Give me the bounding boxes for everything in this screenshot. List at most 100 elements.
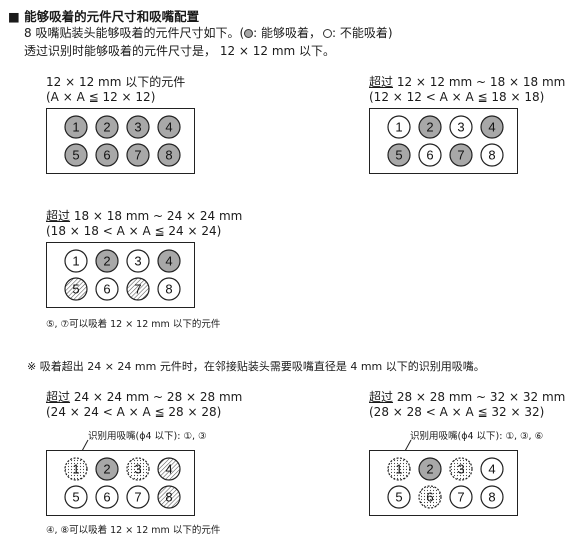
nozzle-2-label: 2 [103,120,110,135]
nozzle-1-label: 1 [395,462,402,477]
group-3-label-1-underlined: 超过 [46,209,71,223]
nozzle-8-label: 8 [165,282,172,297]
nozzle-7-label: 7 [134,490,141,505]
group-2-label-1-underlined: 超过 [369,75,394,89]
nozzle-3-circle [449,457,473,481]
intro-line-1: 8 吸嘴贴装头能够吸着的元件尺寸如下。( : 能够吸着， : 不能吸着) [24,24,393,41]
nozzle-6-circle [95,143,119,167]
nozzle-2-circle [95,249,119,273]
nozzle-4-label: 4 [165,254,172,269]
nozzle-5-label: 5 [72,282,79,297]
nozzle-7-label: 7 [457,148,464,163]
nozzle-3-circle [126,457,150,481]
nozzle-4-label: 4 [488,120,495,135]
nozzle-3-label: 3 [134,462,141,477]
nozzle-2-circle [95,457,119,481]
nozzle-5-circle [64,143,88,167]
nozzle-1-label: 1 [395,120,402,135]
group-1-label-1-text: 12 × 12 mm 以下的元件 [46,75,186,89]
white-dot-icon [323,29,332,38]
nozzle-7-circle [126,143,150,167]
nozzle-6-circle [95,277,119,301]
nozzle-3-label: 3 [134,120,141,135]
nozzle-5-circle [64,485,88,509]
group-3-label-2: (18 × 18 < A × A ≦ 24 × 24) [46,224,222,238]
group-4-note: ④, ⑧可以吸着 12 × 12 mm 以下的元件 [46,525,221,536]
nozzle-8-label: 8 [488,490,495,505]
group-1-label-2: (A × A ≦ 12 × 12) [46,90,156,104]
nozzle-4-circle [157,115,181,139]
group-5-label-2: (28 × 28 < A × A ≦ 32 × 32) [369,405,545,419]
nozzle-8-label: 8 [165,148,172,163]
nozzle-8-label: 8 [165,490,172,505]
nozzle-6-circle [418,143,442,167]
nozzle-1-label: 1 [72,120,79,135]
nozzle-3-circle [126,249,150,273]
nozzle-3-circle [126,115,150,139]
group-5-callout: 识别用吸嘴(ϕ4 以下): ①, ③, ⑥ [410,431,544,442]
nozzle-2-label: 2 [426,120,433,135]
group-2-label-2: (12 × 12 < A × A ≦ 18 × 18) [369,90,545,104]
nozzle-3-label: 3 [134,254,141,269]
nozzle-2-circle [418,457,442,481]
nozzle-8-label: 8 [488,148,495,163]
group-4-label-1: 超过 24 × 24 mm ~ 28 × 28 mm [46,388,242,405]
nozzle-8-circle [480,485,504,509]
nozzle-8-circle [157,485,181,509]
nozzle-7-label: 7 [457,490,464,505]
nozzle-4-circle [480,115,504,139]
group-3-label-1-text: 18 × 18 mm ~ 24 × 24 mm [70,209,243,223]
nozzle-5-label: 5 [395,490,402,505]
nozzle-7-circle [449,485,473,509]
group-4-label-2: (24 × 24 < A × A ≦ 28 × 28) [46,405,222,419]
section-title: ■ 能够吸着的元件尺寸和吸嘴配置 [8,9,200,24]
nozzle-3-label: 3 [457,462,464,477]
nozzle-7-label: 7 [134,148,141,163]
nozzle-3-label: 3 [457,120,464,135]
nozzle-1-circle [387,457,411,481]
nozzle-1-circle [64,249,88,273]
nozzle-6-label: 6 [426,148,433,163]
nozzle-1-label: 1 [72,462,79,477]
intro-line-1-text: 8 吸嘴贴装头能够吸着的元件尺寸如下。( [24,26,245,40]
intro-gray-label: : 能够吸着， [253,26,321,40]
nozzle-8-circle [157,143,181,167]
nozzle-7-circle [126,277,150,301]
nozzle-4-label: 4 [165,462,172,477]
nozzle-6-circle [95,485,119,509]
nozzle-group-2: 1 2 3 4 5 6 7 8 [387,115,504,167]
group-4-label-1-underlined: 超过 [46,390,71,404]
nozzle-2-label: 2 [103,462,110,477]
intro-line-2: 透过识别时能够吸着的元件尺寸是， 12 × 12 mm 以下。 [24,44,336,58]
nozzle-7-circle [449,143,473,167]
group-5-label-1: 超过 28 × 28 mm ~ 32 × 32 mm [369,388,565,405]
nozzle-2-circle [418,115,442,139]
nozzle-5-circle [64,277,88,301]
nozzle-1-circle [64,457,88,481]
nozzle-7-circle [126,485,150,509]
group-5-label-1-text: 28 × 28 mm ~ 32 × 32 mm [393,390,566,404]
group-3-note: ⑤, ⑦可以吸着 12 × 12 mm 以下的元件 [46,319,221,330]
group-4-label-1-text: 24 × 24 mm ~ 28 × 28 mm [70,390,243,404]
nozzle-6-circle [418,485,442,509]
nozzle-8-circle [480,143,504,167]
intro-white-label: : 不能吸着) [332,26,393,40]
group-2-label-1: 超过 12 × 12 mm ~ 18 × 18 mm [369,73,565,90]
nozzle-group-3: 1 2 3 4 5 6 7 8 [64,249,181,301]
group-3-label-1: 超过 18 × 18 mm ~ 24 × 24 mm [46,207,242,224]
nozzle-1-label: 1 [72,254,79,269]
nozzle-5-circle [387,485,411,509]
nozzle-6-label: 6 [103,490,110,505]
nozzle-5-circle [387,143,411,167]
nozzle-2-label: 2 [103,254,110,269]
nozzle-5-label: 5 [395,148,402,163]
group-2-label-1-text: 12 × 12 mm ~ 18 × 18 mm [393,75,566,89]
nozzle-6-label: 6 [103,282,110,297]
nozzle-5-label: 5 [72,148,79,163]
nozzle-7-label: 7 [134,282,141,297]
nozzle-1-circle [387,115,411,139]
nozzle-4-circle [157,249,181,273]
nozzle-8-circle [157,277,181,301]
